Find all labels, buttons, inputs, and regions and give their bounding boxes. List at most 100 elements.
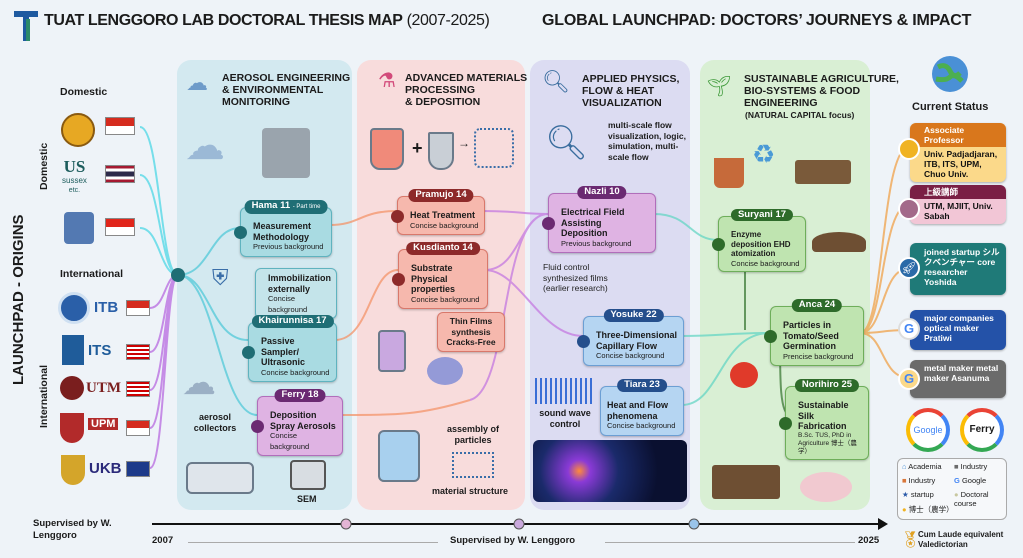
card-subtitle: Concise background (270, 431, 310, 451)
utm-logo: UTM (86, 380, 121, 396)
reactor-illustration (378, 330, 406, 372)
flag-indonesia (105, 117, 135, 135)
flag-indonesia (126, 420, 150, 436)
itb-logo: ITB (94, 299, 119, 316)
its-crest (62, 335, 84, 365)
assembly-note: assembly of particles (446, 424, 500, 445)
card-subtitle: Previous background (561, 238, 632, 248)
material-structure-note: material structure (432, 486, 509, 496)
thesis-card-yosuke[interactable]: Yosuke 22 Three-Dimensional Capillary Flo… (577, 309, 684, 366)
node-dot (392, 273, 405, 286)
status-body: major companies optical maker Pratiwi (924, 313, 994, 343)
legend-doctoral: ● Doctoral course (954, 490, 989, 508)
globe-icon (932, 56, 968, 92)
legend-hakushi: ● 博士（農学） (902, 505, 954, 514)
card-title: Substrate Physical properties (411, 263, 456, 294)
card-subtitle: Concise background (411, 294, 480, 304)
silk-cocoon-illustration (800, 472, 852, 502)
card-subtitle: Previous background (253, 242, 324, 251)
aerosol-collector-illustration: ☁ (182, 364, 216, 402)
thesis-card-suryani[interactable]: Suryani 17 Enzyme deposition EHD atomizat… (712, 209, 806, 272)
right-title: GLOBAL LAUNCHPAD: DOCTORS’ JOURNEYS & IM… (542, 12, 972, 29)
current-status-title: Current Status (912, 101, 989, 113)
legend-industry-orange: ■ Industry (902, 476, 936, 485)
timeline-end-year: 2025 (858, 535, 880, 546)
international-vertical-label: International (38, 364, 50, 428)
seedling-hand-icon: 🌱︎ (706, 76, 732, 98)
particles-cluster-illustration (427, 357, 463, 385)
card-tag: Nazli 10 (577, 186, 627, 199)
flag-indonesia (126, 300, 150, 316)
card-title: Heat and Flow phenomena (607, 400, 669, 421)
magnifier-icon: 🔍︎ (542, 69, 570, 94)
flag-thailand (105, 165, 135, 183)
card-title: Immobilization externally (268, 273, 331, 294)
panel-title-aerosol: AEROSOL ENGINEERING & ENVIRONMENTAL MONI… (222, 72, 351, 108)
container-illustration (428, 132, 454, 170)
card-subtitle: Concise background (410, 220, 479, 230)
its-logo: ITS (88, 342, 112, 359)
water-cycle-icon: ♻ (752, 139, 776, 169)
card-title: Sustainable Silk Fabrication (798, 400, 849, 431)
timeline-guide-line (605, 542, 855, 543)
shield-icon: ⛨ (212, 265, 229, 290)
material-lattice-illustration (452, 452, 494, 478)
node-dot (234, 225, 247, 239)
card-title: Three-Dimensional Capillary Flow (596, 330, 678, 351)
card-subtitle: Concise background (261, 367, 330, 377)
card-tag: Anca 24 (791, 299, 843, 312)
thesis-card-anca[interactable]: Anca 24 Particles in Tomato/Seed Germinat… (764, 299, 864, 366)
status-card-major-companies[interactable]: major companies optical maker Pratiwi (910, 310, 1006, 350)
flask-icon: ⚗ (378, 70, 396, 92)
potted-plant-illustration (714, 158, 744, 188)
card-tag: Ferry 18 (274, 389, 326, 402)
status-body: Univ. Padjadjaran, ITB, ITS, UPM, Chuo U… (924, 149, 998, 179)
legend: ⌂ Academia ■ Industry ■ Industry G Googl… (897, 458, 1007, 520)
wind-tunnel-illustration (186, 462, 254, 494)
timeline-axis (152, 518, 888, 530)
card-tag: Pramujo 14 (408, 189, 474, 202)
legend-academia: ⌂ Academia (902, 462, 942, 471)
node-dot (577, 334, 590, 348)
card-title: Deposition Spray Aerosols (270, 410, 336, 431)
award-note: Cum Laude equivalent Valedictorian (918, 530, 1004, 549)
utm-crest (60, 376, 84, 400)
node-dot (391, 209, 404, 223)
sem-label: SEM (297, 494, 317, 504)
briefcase-icon: ■ (902, 476, 907, 485)
itb-crest (58, 292, 90, 324)
card-tag: Yosuke 22 (603, 309, 664, 322)
card-title: Thin Films synthesis Cracks-Free (446, 316, 496, 347)
card-title: Particles in Tomato/Seed Germination (783, 320, 839, 351)
timeline-guide-line (188, 542, 438, 543)
timeline-start-year: 2007 (152, 535, 174, 546)
card-tag: Tiara 23 (617, 379, 667, 392)
card-tag: Suryani 17 (730, 209, 794, 221)
arrow-icon: → (458, 136, 470, 150)
thin-films-note[interactable]: Thin Films synthesis Cracks-Free (437, 312, 505, 352)
solution-flask-illustration (378, 430, 420, 482)
flow-field-visual (533, 440, 687, 502)
legend-industry-gray: ■ Industry (954, 462, 988, 471)
flag-malaysia (126, 381, 150, 397)
status-card-startup[interactable]: joined startup シルクベンチャー core researcher … (910, 243, 1006, 295)
card-title: Enzyme deposition EHD atomization (731, 230, 791, 258)
google-circle-badge: Google (906, 408, 950, 452)
flow-visualization-illustration: 🔍︎ (545, 124, 589, 162)
card-subtitle: Concise background (596, 351, 665, 360)
status-body: metal maker metal maker Asanuma (924, 363, 999, 383)
status-card-metal-maker[interactable]: metal maker metal maker Asanuma (910, 360, 1006, 398)
card-subtitle: Concise background (731, 258, 800, 268)
